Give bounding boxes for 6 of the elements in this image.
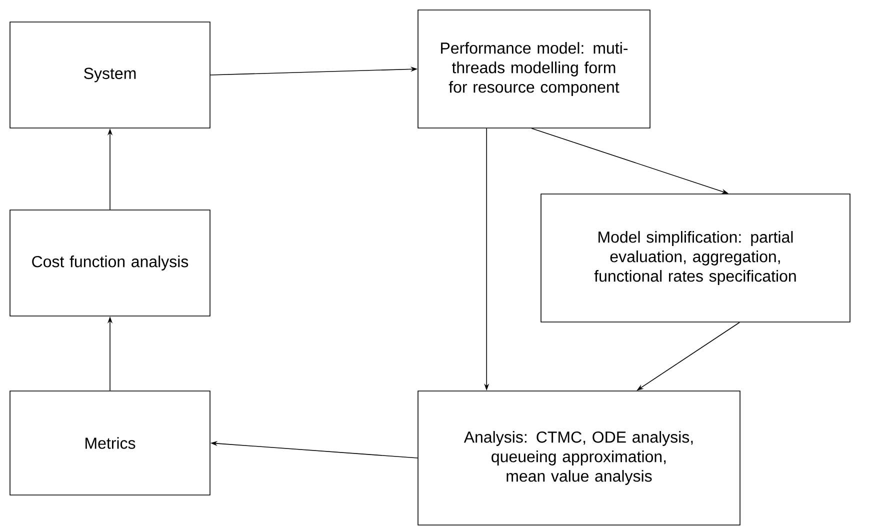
process-box: Metrics [10,390,210,496]
process-box: Analysis: CTMC, ODE analysis, queueing approximation, mean value analysis [418,390,740,526]
process-box: Model simplification: partial evaluation, aggregation, functional rates specification [540,194,850,322]
process-box: System [10,22,210,128]
process-box: Cost function analysis [10,210,210,316]
process-box: Performance model: muti-threads modelling form for resource component [418,10,650,128]
